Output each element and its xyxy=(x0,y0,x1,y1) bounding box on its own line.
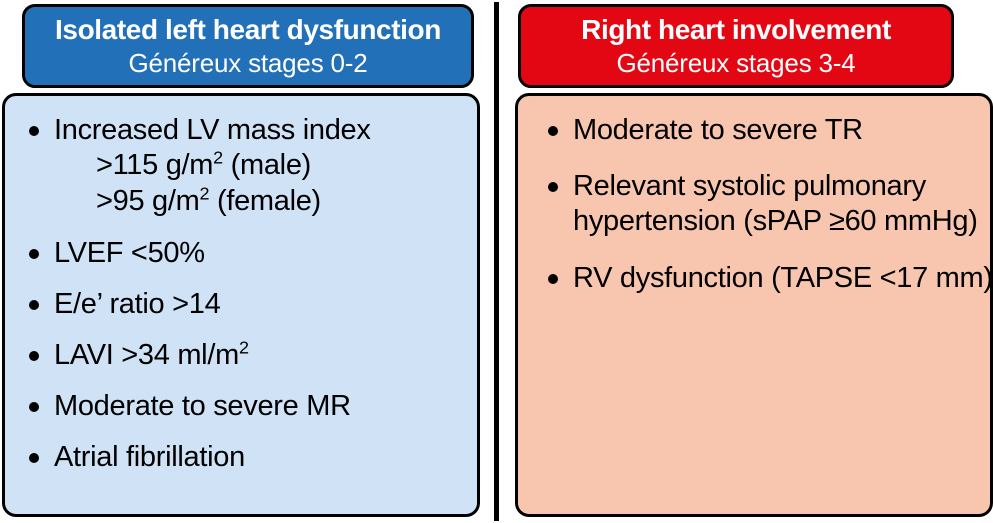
left-panel-body: Increased LV mass index >115 g/m2 (male)… xyxy=(2,93,480,517)
right-panel-header: Right heart involvement Généreux stages … xyxy=(518,4,954,88)
left-panel-subtitle: Généreux stages 0-2 xyxy=(128,48,368,78)
list-item: RV dysfunction (TAPSE <17 mm) xyxy=(546,261,993,295)
bullet-icon xyxy=(29,126,39,136)
list-item-label: Moderate to severe TR xyxy=(573,114,863,146)
superscript-two: 2 xyxy=(213,147,223,168)
right-panel-title: Right heart involvement xyxy=(581,14,891,45)
right-panel-subtitle: Généreux stages 3-4 xyxy=(616,48,856,78)
list-item-label: Increased LV mass index xyxy=(54,114,371,146)
right-panel-body: Moderate to severe TR Relevant systolic … xyxy=(515,93,993,517)
left-panel-header: Isolated left heart dysfunction Généreux… xyxy=(22,4,474,88)
bullet-icon xyxy=(29,249,39,259)
list-item-label: RV dysfunction (TAPSE <17 mm) xyxy=(573,262,993,294)
list-item-sub-label: >95 g/m2 (female) xyxy=(96,183,321,217)
list-item: LAVI >34 ml/m2 xyxy=(27,338,477,372)
list-item: Relevant systolic pulmonary hypertension… xyxy=(546,169,990,239)
list-item-label: LAVI >34 ml/m2 xyxy=(54,337,249,371)
panel-right-heart-involvement: Right heart involvement Généreux stages … xyxy=(509,0,993,523)
bullet-icon xyxy=(29,402,39,412)
bullet-icon xyxy=(548,126,558,136)
left-panel-title: Isolated left heart dysfunction xyxy=(55,14,441,45)
bullet-icon xyxy=(548,182,558,192)
list-item-label: Moderate to severe MR xyxy=(54,390,351,422)
list-item: E/e’ ratio >14 xyxy=(27,287,477,321)
list-item: Increased LV mass index >115 g/m2 (male)… xyxy=(27,113,477,219)
list-item: Moderate to severe TR xyxy=(546,113,990,147)
bullet-icon xyxy=(548,274,558,284)
list-item: LVEF <50% xyxy=(27,236,477,270)
right-criteria-list: Moderate to severe TR Relevant systolic … xyxy=(518,96,993,295)
list-item-label: Relevant systolic pulmonary xyxy=(573,170,926,202)
list-item-label: Atrial fibrillation xyxy=(54,441,245,473)
panel-divider xyxy=(494,2,499,521)
list-item-label: E/e’ ratio >14 xyxy=(54,288,221,320)
list-item: Atrial fibrillation xyxy=(27,440,477,474)
bullet-icon xyxy=(29,300,39,310)
bullet-icon xyxy=(29,351,39,361)
list-item-continuation: hypertension (sPAP ≥60 mmHg) xyxy=(573,205,978,237)
list-item-sub-label: >115 g/m2 (male) xyxy=(96,147,312,181)
left-criteria-list: Increased LV mass index >115 g/m2 (male)… xyxy=(5,96,477,474)
list-item-label: LVEF <50% xyxy=(54,237,205,269)
panel-isolated-left-heart-dysfunction: Isolated left heart dysfunction Généreux… xyxy=(0,0,484,523)
superscript-two: 2 xyxy=(199,183,210,204)
list-item: Moderate to severe MR xyxy=(27,389,477,423)
bullet-icon xyxy=(29,453,39,463)
superscript-two: 2 xyxy=(238,337,249,358)
